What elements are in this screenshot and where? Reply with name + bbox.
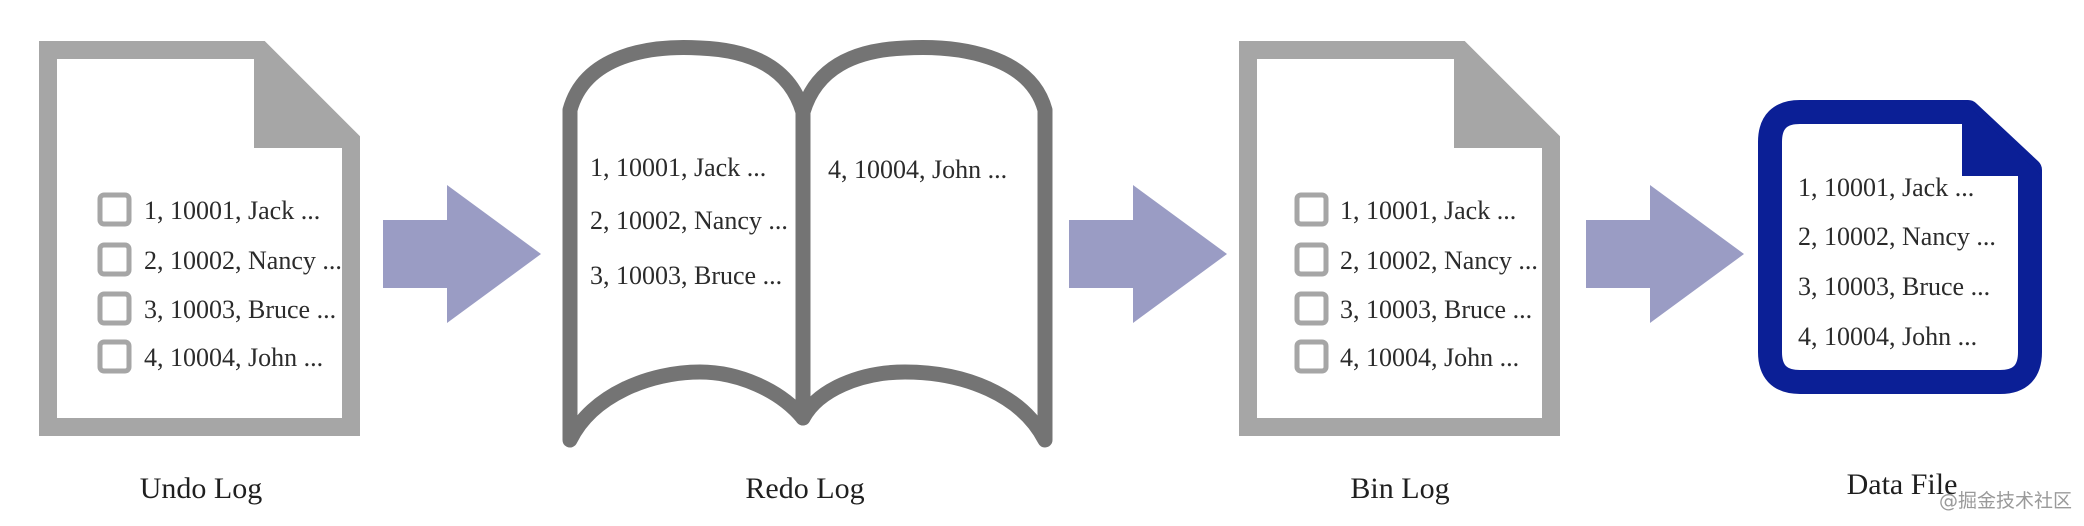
redo-log-caption: Redo Log <box>745 472 864 505</box>
checkbox-icon <box>1294 291 1329 326</box>
undo-log-fold-icon <box>254 42 360 148</box>
open-book-icon <box>562 40 811 448</box>
checkbox-icon <box>1294 192 1329 227</box>
flow-arrow-icon <box>383 185 541 323</box>
watermark: @掘金技术社区 <box>1939 490 2072 512</box>
bin-log-record-text: 1, 10001, Jack ... <box>1340 196 1516 225</box>
checkbox-icon <box>1294 339 1329 374</box>
undo-log-document: 1, 10001, Jack ... 2, 10002, Nancy ... 3… <box>39 41 360 505</box>
data-file-record-text: 1, 10001, Jack ... <box>1798 173 1974 202</box>
undo-log-record-text: 1, 10001, Jack ... <box>144 196 320 225</box>
checkbox-icon <box>1294 242 1329 277</box>
undo-log-record-text: 2, 10002, Nancy ... <box>144 246 342 275</box>
bin-log-caption: Bin Log <box>1350 472 1449 505</box>
data-file-record-text: 4, 10004, John ... <box>1798 322 1977 351</box>
bin-log-record-text: 3, 10003, Bruce ... <box>1340 295 1532 324</box>
bin-log-record-text: 4, 10004, John ... <box>1340 343 1519 372</box>
open-book-right-page-icon <box>795 40 1053 448</box>
undo-log-document-icon <box>39 41 360 436</box>
data-file-fold-icon <box>1962 100 2042 176</box>
flow-arrow-icon <box>1586 185 1744 323</box>
data-file-record-text: 3, 10003, Bruce ... <box>1798 272 1990 301</box>
undo-log-record: 2, 10002, Nancy ... <box>97 242 342 277</box>
undo-log-record: 4, 10004, John ... <box>97 339 323 374</box>
checkbox-icon <box>97 291 132 326</box>
undo-log-record: 3, 10003, Bruce ... <box>97 291 336 326</box>
bin-log-document: 1, 10001, Jack ... 2, 10002, Nancy ... 3… <box>1239 41 1560 505</box>
redo-log-record-text: 3, 10003, Bruce ... <box>590 261 782 290</box>
undo-log-record-text: 3, 10003, Bruce ... <box>144 295 336 324</box>
redo-log-record-text: 4, 10004, John ... <box>828 155 1007 184</box>
undo-log-record-text: 4, 10004, John ... <box>144 343 323 372</box>
undo-log-record: 1, 10001, Jack ... <box>97 192 320 227</box>
bin-log-record: 1, 10001, Jack ... <box>1294 192 1516 227</box>
bin-log-record-text: 2, 10002, Nancy ... <box>1340 246 1538 275</box>
undo-log-caption: Undo Log <box>140 472 263 505</box>
bin-log-record: 3, 10003, Bruce ... <box>1294 291 1532 326</box>
checkbox-icon <box>97 192 132 227</box>
data-file-document: 1, 10001, Jack ... 2, 10002, Nancy ... 3… <box>1758 100 2042 501</box>
bin-log-document-icon <box>1239 41 1560 436</box>
bin-log-fold-icon <box>1454 42 1560 148</box>
checkbox-icon <box>97 339 132 374</box>
data-file-caption: Data File <box>1847 468 1958 501</box>
bin-log-record: 4, 10004, John ... <box>1294 339 1519 374</box>
redo-log-record-text: 1, 10001, Jack ... <box>590 153 766 182</box>
data-file-record-text: 2, 10002, Nancy ... <box>1798 222 1996 251</box>
flow-arrow-icon <box>1069 185 1227 323</box>
data-file-document-icon <box>1758 100 2042 394</box>
redo-log-record-text: 2, 10002, Nancy ... <box>590 206 788 235</box>
bin-log-record: 2, 10002, Nancy ... <box>1294 242 1538 277</box>
redo-log-book: 1, 10001, Jack ... 2, 10002, Nancy ... 3… <box>562 40 1053 505</box>
checkbox-icon <box>97 242 132 277</box>
